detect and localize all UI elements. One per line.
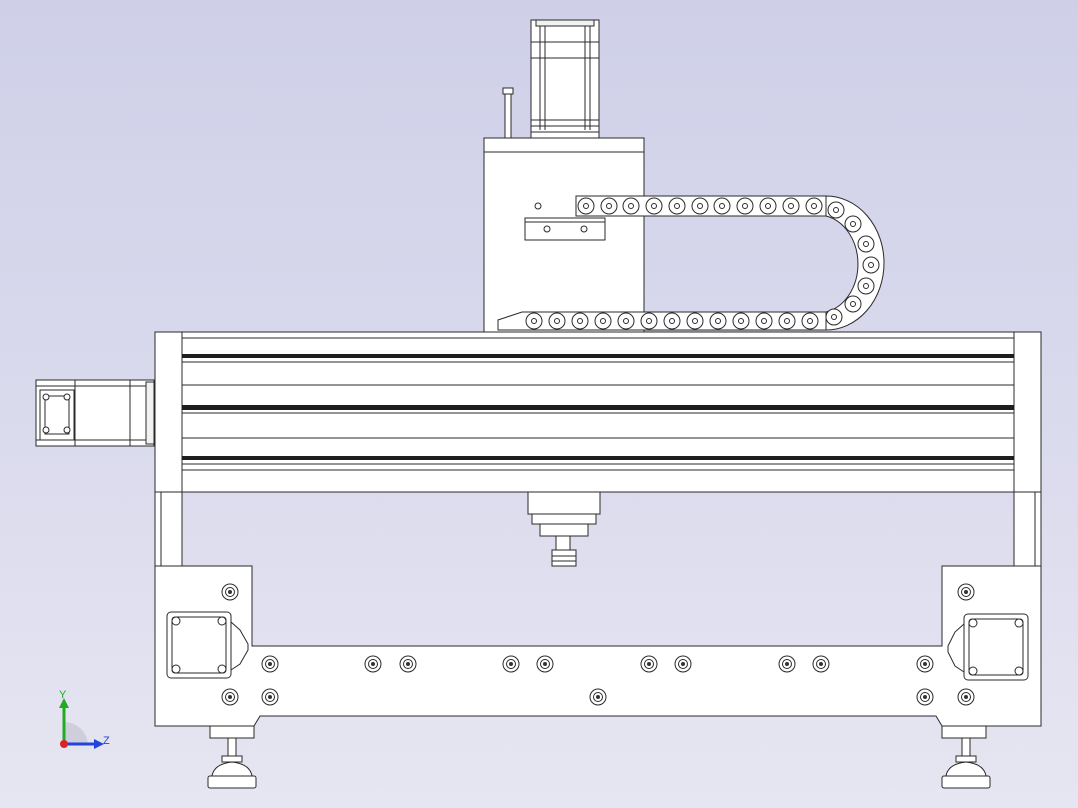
y-axis-stepper-motor[interactable] — [35, 379, 155, 447]
leveling-foot-left — [207, 725, 257, 789]
base-bolts — [221, 583, 975, 706]
limit-sensor-rod — [502, 87, 514, 139]
cable-drag-chain — [497, 195, 885, 331]
gantry-aluminum-beam[interactable] — [154, 331, 1042, 493]
spindle-motor[interactable] — [530, 19, 600, 139]
x-axis-stepper-left[interactable] — [166, 611, 249, 679]
x-axis-stepper-right[interactable] — [947, 613, 1029, 681]
leveling-foot-right — [941, 725, 991, 789]
view-orientation-triad[interactable]: Y Z — [59, 689, 110, 749]
z-carriage-block[interactable] — [483, 137, 645, 333]
triad-y-label: Y — [59, 689, 67, 701]
triad-z-label: Z — [103, 735, 110, 747]
spindle-collet — [527, 491, 601, 567]
